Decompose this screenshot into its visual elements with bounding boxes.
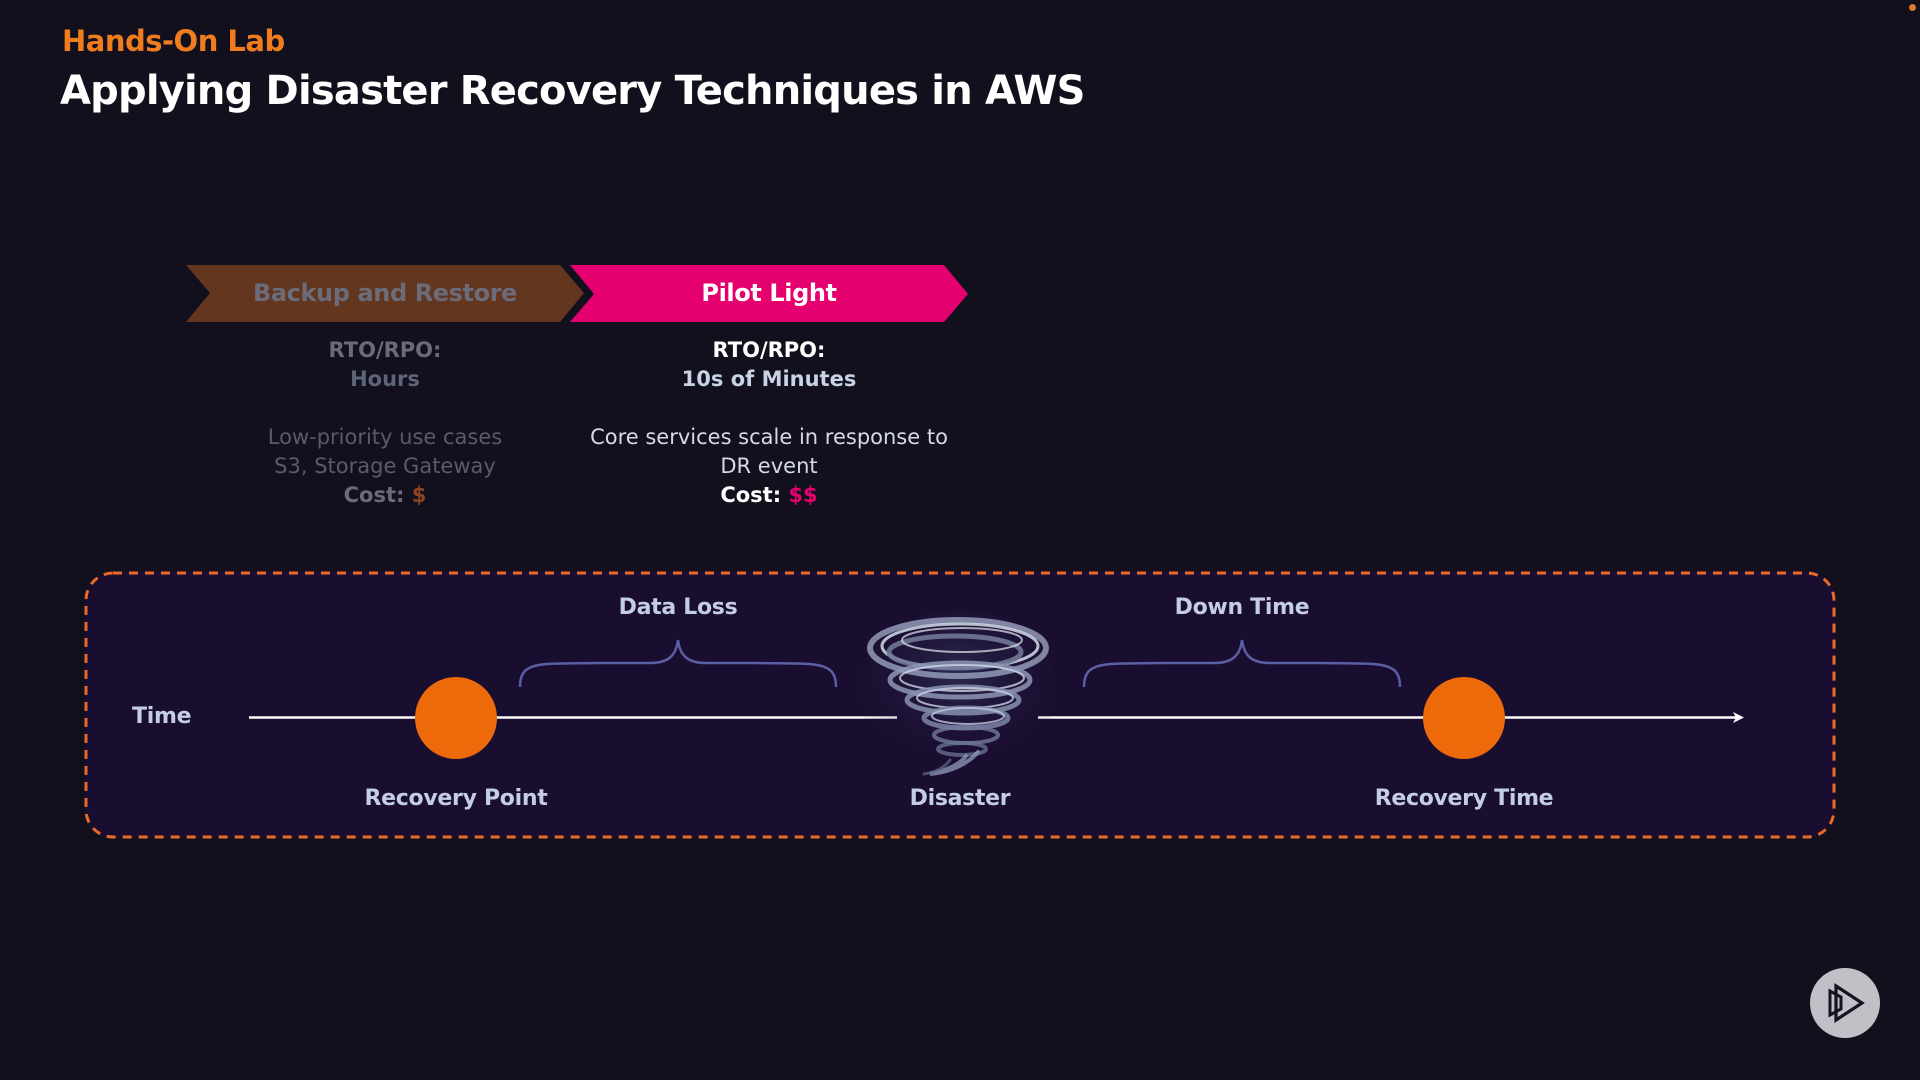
down-time-brace	[1082, 639, 1402, 688]
strategy-details-backup-restore: RTO/RPO: Hours Low-priority use cases S3…	[186, 336, 584, 510]
description: Core services scale in response to DR ev…	[560, 423, 978, 481]
recovery-time-label: Recovery Time	[1374, 786, 1554, 811]
cost-value: $	[411, 483, 427, 507]
down-time-label: Down Time	[1174, 595, 1310, 620]
data-loss-label: Data Loss	[618, 595, 738, 620]
player-logo-button[interactable]	[1810, 968, 1880, 1038]
disaster-label: Disaster	[909, 786, 1011, 811]
strategy-label-backup-restore: Backup and Restore	[252, 279, 518, 307]
page-title: Applying Disaster Recovery Techniques in…	[60, 68, 1085, 114]
rto-value: Hours	[350, 367, 420, 391]
recovery-point-label: Recovery Point	[364, 786, 548, 811]
play-logo-icon	[1828, 983, 1865, 1023]
lab-eyebrow: Hands-On Lab	[62, 24, 285, 58]
rto-value: 10s of Minutes	[681, 367, 857, 391]
description: Low-priority use cases S3, Storage Gatew…	[186, 423, 584, 481]
strategy-details-pilot-light: RTO/RPO: 10s of Minutes Core services sc…	[560, 336, 978, 510]
description-line: S3, Storage Gateway	[274, 454, 496, 478]
chevron-backup-restore	[186, 265, 584, 322]
cost-label: Cost:	[720, 483, 782, 507]
cost: Cost: $$	[560, 481, 978, 510]
recovery-point-marker	[415, 677, 497, 759]
description-line: Core services scale in response to	[590, 425, 948, 449]
data-loss-brace	[518, 639, 838, 688]
recovery-time-marker	[1423, 677, 1505, 759]
time-axis-label: Time	[132, 704, 192, 729]
cost: Cost: $	[186, 481, 584, 510]
timeline-dashed-border	[84, 571, 1836, 839]
rto-label: RTO/RPO:	[328, 338, 442, 362]
time-axis-arrowhead-icon	[1733, 712, 1744, 723]
tornado-icon	[858, 610, 1058, 776]
cost-value: $$	[788, 483, 818, 507]
strategy-label-pilot-light: Pilot Light	[701, 279, 837, 307]
description-line: DR event	[720, 454, 818, 478]
chevron-pilot-light	[570, 265, 968, 322]
description-line: Low-priority use cases	[267, 425, 503, 449]
corner-indicator-dot	[1909, 4, 1916, 11]
rto-label: RTO/RPO:	[712, 338, 826, 362]
cost-label: Cost:	[343, 483, 405, 507]
